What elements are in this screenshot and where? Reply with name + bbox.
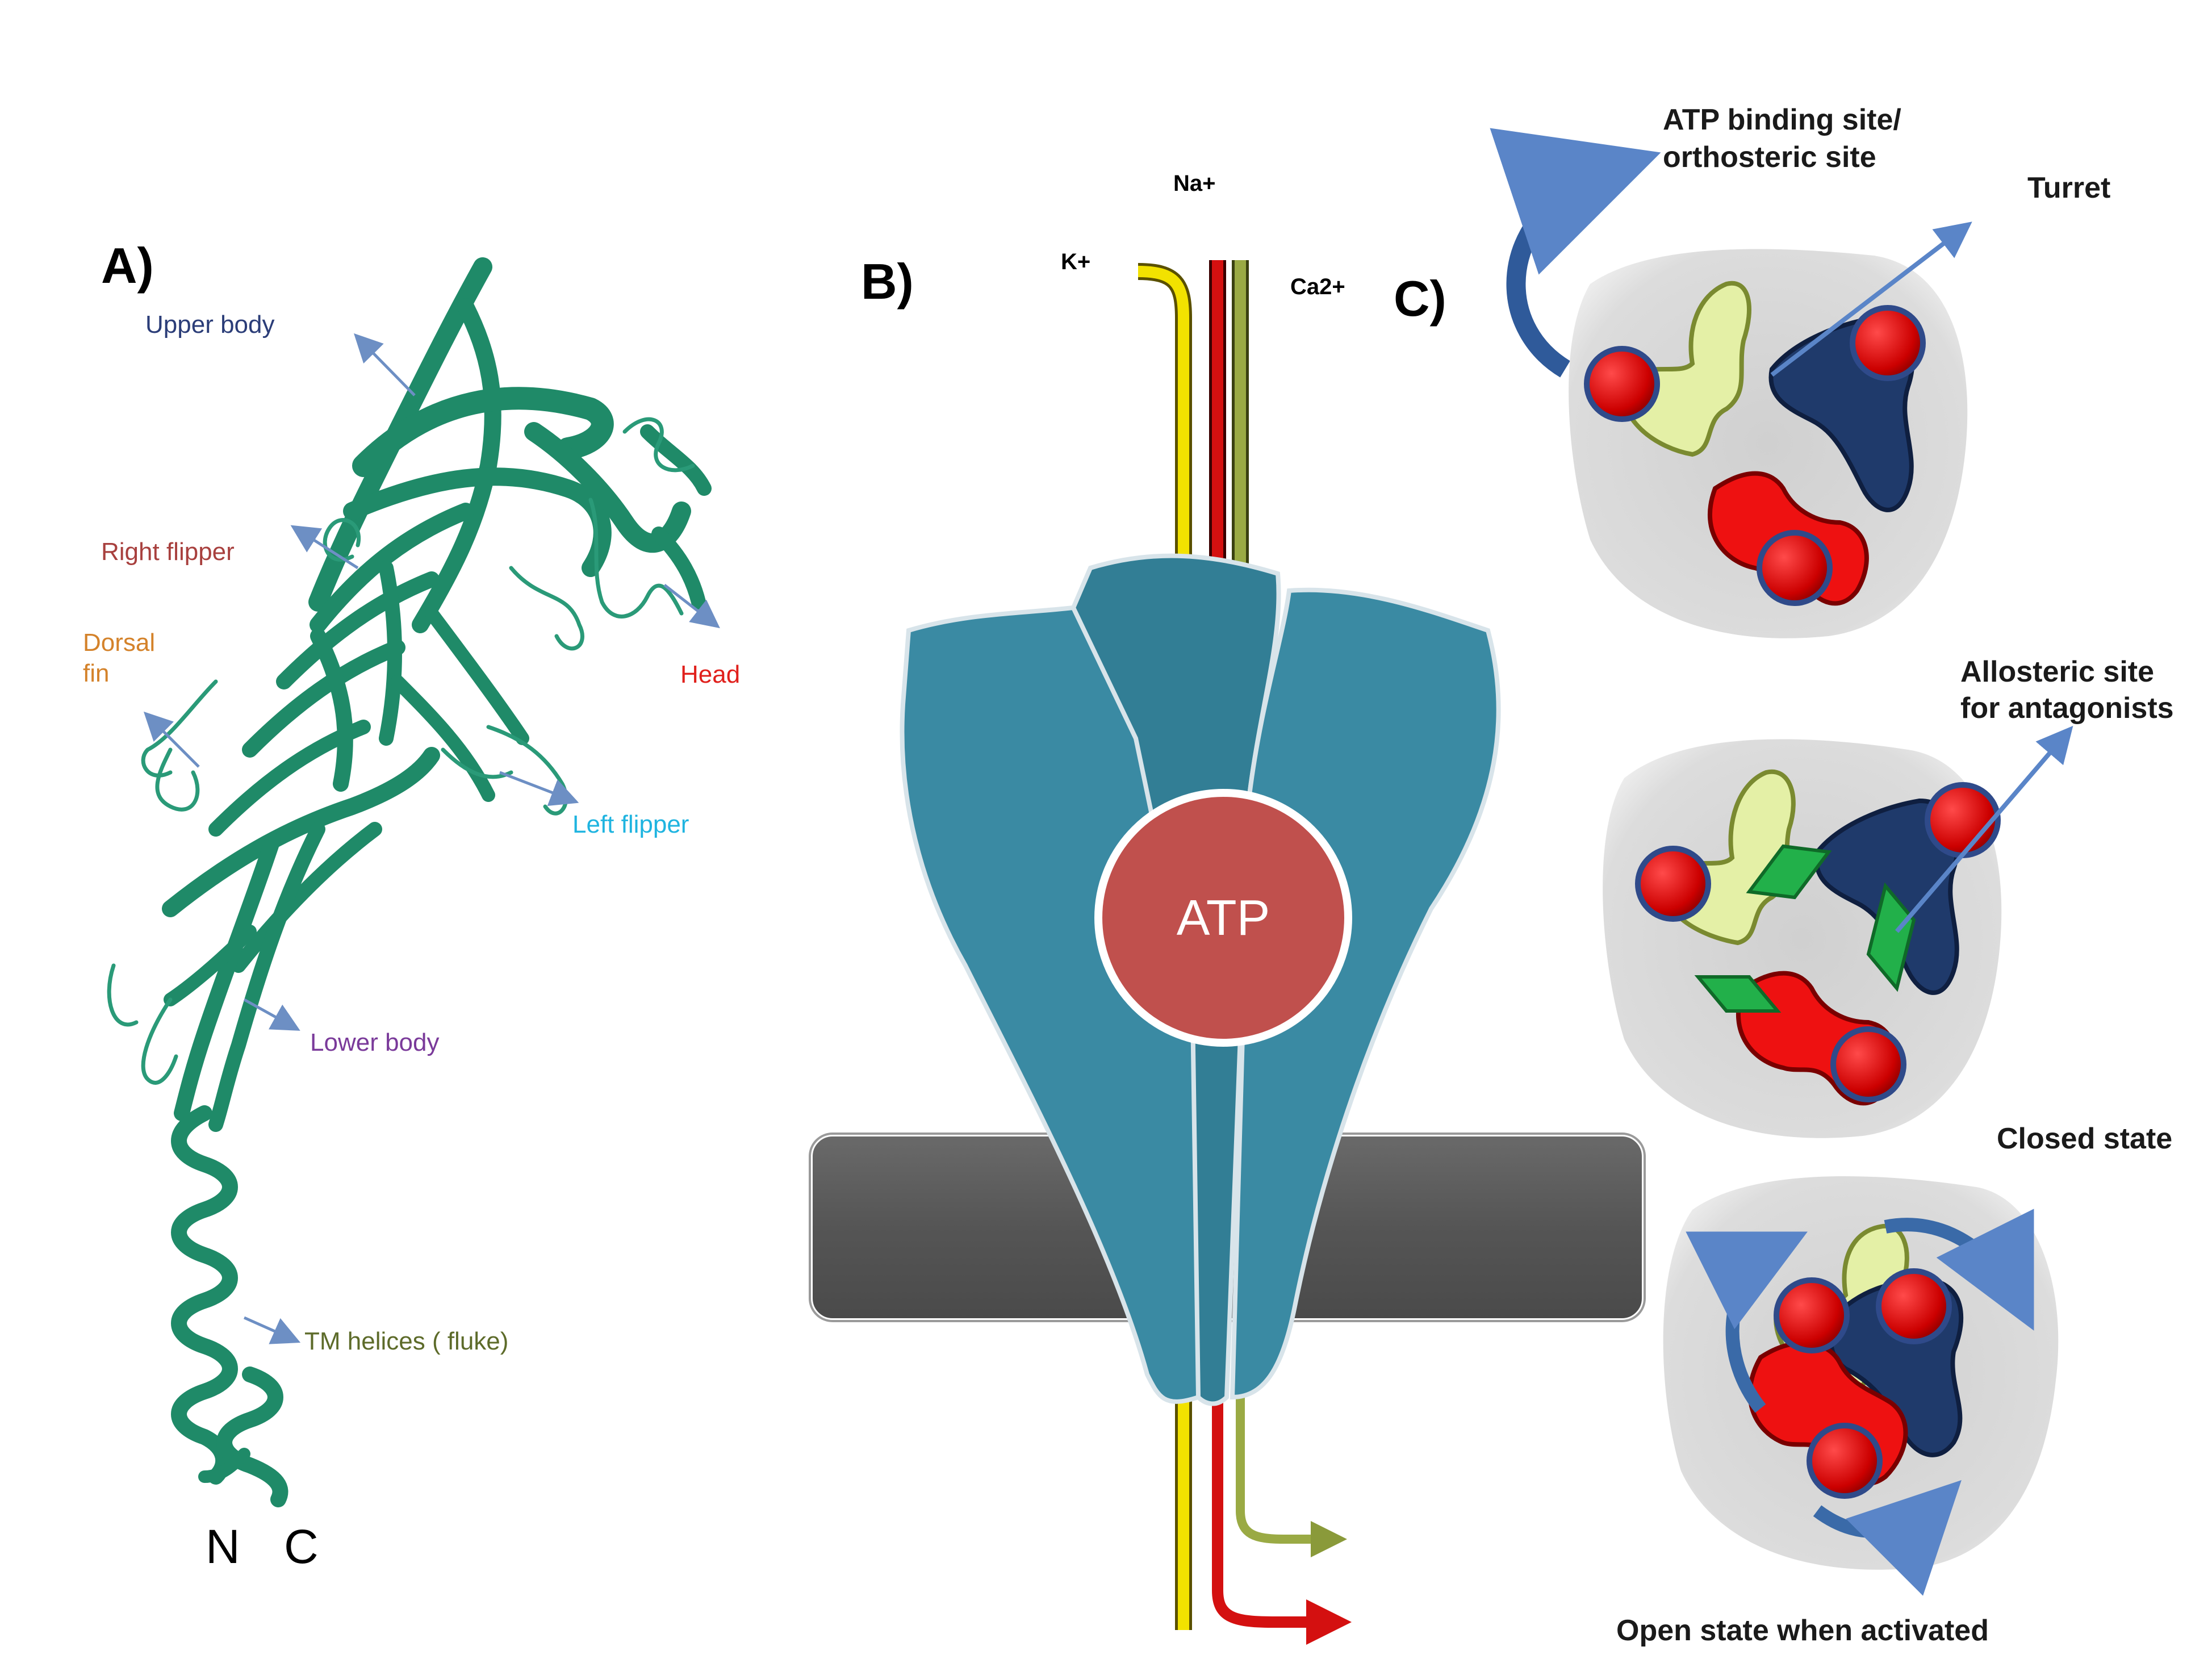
- ca-ion-outflow-arrow: [1236, 1397, 1347, 1557]
- label-allosteric-line1: Allosteric site: [1960, 655, 2154, 688]
- na-ion-label: Na+: [1173, 171, 1216, 196]
- atp-ball-2c: [1830, 1026, 1906, 1102]
- panel-a: A): [83, 237, 740, 1573]
- label-right-flipper: Right flipper: [101, 538, 235, 566]
- panel-c: C) ATP binding site/ orthosteric site Tu…: [1394, 103, 2174, 1647]
- channel-subunit-left: [900, 605, 1201, 1404]
- label-head: Head: [680, 661, 740, 688]
- atp-ball-3b: [1876, 1268, 1952, 1344]
- k-ion-path: [1138, 266, 1189, 568]
- rotation-arrow-left: [1686, 1231, 1808, 1413]
- panel-a-letter: A): [101, 237, 154, 294]
- label-left-flipper: Left flipper: [572, 810, 689, 838]
- trimer-open: [1663, 1176, 2059, 1596]
- upper-body-pointer: [353, 333, 416, 396]
- panel-c-letter: C): [1394, 270, 1446, 327]
- label-dorsal-fin-line1: Dorsal: [83, 629, 155, 657]
- turret-pointer: [1770, 222, 1972, 377]
- atp-ball-1c: [1757, 530, 1833, 606]
- trimer-resting: [1569, 222, 1972, 638]
- head-pointer: [663, 584, 720, 629]
- atp-ball-2b: [1925, 782, 2001, 858]
- label-allosteric-line2: for antagonists: [1960, 692, 2174, 725]
- subunit-light-1: [1620, 281, 1751, 457]
- tm-helices-pointer: [243, 1316, 301, 1344]
- p2x-channel: [900, 553, 1501, 1406]
- label-closed-state: Closed state: [1997, 1122, 2172, 1155]
- protein-ribbon-structure: [107, 257, 712, 1507]
- allosteric-antagonist-1: [1746, 844, 1832, 900]
- lower-body-pointer: [243, 998, 300, 1031]
- atp-ball-1a: [1584, 346, 1660, 422]
- label-atp-site-line1: ATP binding site/: [1663, 103, 1901, 136]
- atp-ball-3a: [1774, 1277, 1850, 1353]
- c-terminus-label: C: [284, 1520, 319, 1573]
- ca-ion-label: Ca2+: [1290, 274, 1345, 299]
- rotation-arrow-bottom: [1813, 1480, 1962, 1596]
- allosteric-pointer: [1895, 725, 2073, 933]
- label-lower-body: Lower body: [310, 1029, 439, 1056]
- atp-ball-2a: [1635, 846, 1711, 922]
- channel-subunit-center: [1071, 553, 1281, 1406]
- left-flipper-pointer: [499, 771, 579, 806]
- k-ion-path-outline: [1138, 263, 1192, 568]
- atp-molecule: [1094, 789, 1352, 1047]
- dorsal-fin-pointer: [143, 711, 200, 768]
- trimer-closed: [1603, 725, 2073, 1138]
- label-open-state: Open state when activated: [1616, 1614, 1989, 1647]
- atp-ball-3c: [1807, 1423, 1883, 1499]
- atp-label: ATP: [1177, 889, 1270, 946]
- label-atp-site-line2: orthosteric site: [1663, 141, 1876, 174]
- panel-b: B) ATP K+ Na+ Ca2+: [807, 171, 1647, 1645]
- right-flipper-pointer: [290, 525, 359, 570]
- rotation-arrow-right: [1884, 1209, 2034, 1331]
- label-tm-helices: TM helices ( fluke): [304, 1327, 508, 1355]
- na-ion-outflow-arrow: [1212, 1397, 1352, 1645]
- label-turret: Turret: [2027, 172, 2110, 204]
- atp-site-curved-arrow: [1490, 128, 1661, 378]
- label-upper-body: Upper body: [145, 311, 274, 339]
- channel-subunit-right: [1230, 587, 1501, 1400]
- atp-ball-1b: [1850, 305, 1926, 381]
- label-dorsal-fin-line2: fin: [83, 659, 109, 687]
- panel-b-letter: B): [861, 253, 914, 310]
- n-terminus-label: N: [206, 1520, 240, 1573]
- k-ion-label: K+: [1061, 249, 1090, 274]
- allosteric-antagonist-2: [1866, 882, 1916, 992]
- allosteric-antagonist-3: [1694, 975, 1782, 1013]
